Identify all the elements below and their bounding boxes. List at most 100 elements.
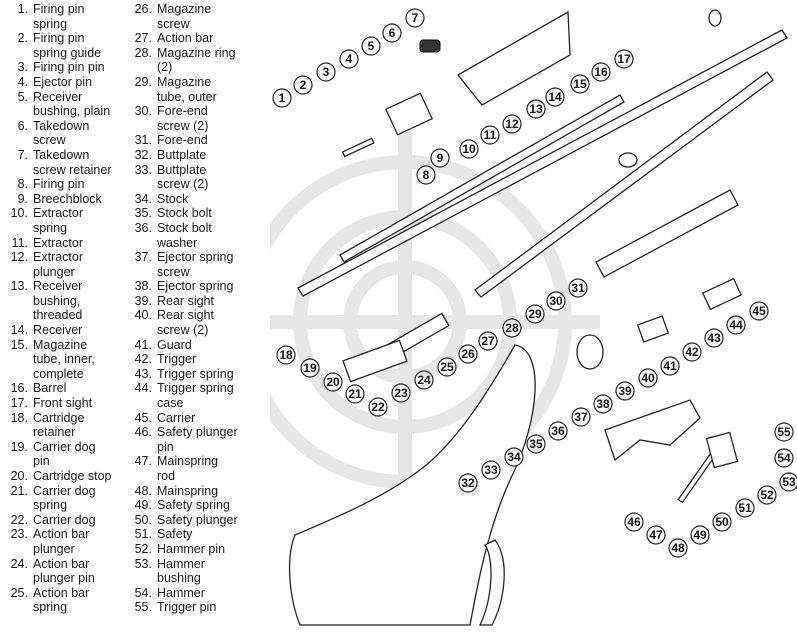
legend-entry: 9.Breechblock: [0, 192, 130, 207]
action-group: [342, 277, 743, 383]
legend-label: Firing pin: [33, 177, 85, 192]
svg-text:37: 37: [574, 410, 588, 424]
legend-entry: 28.Magazine ring (2): [120, 46, 270, 75]
svg-text:46: 46: [627, 515, 641, 529]
legend-label: Breechblock: [33, 191, 102, 206]
svg-text:19: 19: [303, 361, 317, 375]
legend-number: 41.: [134, 337, 152, 352]
legend-number: 2.: [17, 31, 28, 46]
callout-50: 50: [712, 512, 732, 532]
legend-label: Magazine tube, inner, complete: [33, 337, 95, 381]
legend-label: Hammer bushing: [157, 556, 205, 586]
svg-text:50: 50: [715, 515, 729, 529]
legend-label: Stock: [157, 191, 189, 206]
svg-text:40: 40: [641, 371, 655, 385]
legend-number: 52.: [134, 541, 152, 556]
legend-number: 43.: [134, 366, 152, 381]
legend-label: Ejector pin: [33, 74, 93, 89]
legend-label: Trigger spring case: [157, 381, 234, 411]
barrel: [297, 29, 788, 297]
svg-text:20: 20: [326, 375, 340, 389]
legend-label: Safety spring: [157, 498, 230, 513]
magazine-ring: [618, 152, 638, 168]
legend-label: Cartridge retainer: [33, 410, 85, 440]
legend-number: 6.: [17, 118, 28, 133]
svg-text:14: 14: [548, 90, 562, 104]
svg-text:54: 54: [777, 451, 791, 465]
svg-text:38: 38: [596, 397, 610, 411]
legend-label: Takedown screw: [33, 118, 90, 148]
legend-label: Extractor spring: [33, 206, 84, 235]
legend-number: 51.: [134, 527, 152, 542]
legend-number: 31.: [134, 133, 152, 148]
callout-11: 11: [480, 125, 500, 145]
legend-entry: 6. Takedown screw: [0, 119, 130, 148]
legend-number: 28.: [134, 45, 152, 60]
svg-text:45: 45: [752, 304, 766, 318]
legend-entry: 11.Extractor: [0, 236, 130, 251]
legend-entry: 10.Extractor spring: [0, 206, 130, 235]
legend-entry: 24.Action bar plunger pin: [0, 557, 130, 586]
legend-entry: 8.Firing pin: [0, 177, 130, 192]
callout-12: 12: [502, 114, 522, 134]
legend-entry: 29. Magazine tube, outer: [120, 75, 270, 104]
legend-number: 44.: [134, 381, 152, 396]
legend-number: 25.: [10, 585, 28, 600]
legend-entry: 20.Cartridge stop: [0, 469, 130, 484]
legend-label: Action bar: [157, 31, 214, 46]
callout-20: 20: [323, 372, 343, 392]
legend-number: 45.: [134, 410, 152, 425]
legend-entry: 54.Hammer: [120, 586, 270, 601]
svg-text:26: 26: [461, 347, 475, 361]
callout-47: 47: [646, 525, 666, 545]
legend-entry: 31.Fore-end: [120, 133, 270, 148]
svg-text:47: 47: [649, 528, 663, 542]
carrier: [342, 339, 408, 383]
svg-text:43: 43: [707, 331, 721, 345]
callout-38: 38: [593, 394, 613, 414]
callout-16: 16: [591, 62, 611, 82]
callout-5: 5: [361, 36, 381, 56]
svg-text:28: 28: [505, 321, 519, 335]
legend-entry: 39.Rear sight: [120, 294, 270, 309]
legend-label: Firing pin spring: [33, 2, 85, 31]
svg-text:25: 25: [440, 360, 454, 374]
legend-number: 4.: [17, 74, 28, 89]
callout-31: 31: [568, 278, 588, 298]
legend-entry: 22.Carrier dog: [0, 513, 130, 528]
legend-label: Carrier: [157, 410, 196, 425]
callout-53: 53: [779, 472, 797, 492]
legend-number: 19.: [10, 439, 28, 454]
legend-label: Safety plunger: [157, 512, 238, 527]
callout-18: 18: [276, 345, 296, 365]
callout-8: 8: [416, 165, 436, 185]
callout-43: 43: [704, 328, 724, 348]
carrier-block: [701, 277, 743, 311]
svg-text:44: 44: [729, 318, 743, 332]
trigger-spring-case: [636, 315, 670, 343]
legend-number: 29.: [134, 74, 152, 89]
legend-number: 39.: [134, 293, 152, 308]
legend-label: Carrier dog spring: [33, 483, 96, 513]
legend-number: 7.: [17, 147, 28, 162]
legend-entry: 49.Safety spring: [120, 498, 270, 513]
legend-label: Magazine tube, outer: [157, 74, 217, 104]
legend-label: Mainspring: [157, 483, 219, 498]
legend-entry: 55.Trigger pin: [120, 600, 270, 615]
legend-number: 33.: [134, 162, 152, 177]
svg-text:49: 49: [693, 528, 707, 542]
legend-entry: 44. Trigger spring case: [120, 381, 270, 410]
legend-entry: 46.Safety plunger pin: [120, 425, 270, 454]
legend-entry: 15.Magazine tube, inner, complete: [0, 338, 130, 382]
legend-label: Mainspring rod: [157, 454, 219, 483]
legend-label: Safety plunger pin: [157, 425, 238, 454]
legend-label: Stock bolt washer: [157, 220, 212, 250]
svg-text:4: 4: [346, 52, 353, 66]
legend-label: Guard: [157, 337, 192, 352]
legend-number: 14.: [10, 323, 28, 338]
legend-number: 54.: [134, 585, 152, 600]
legend-label: Magazine screw: [157, 2, 212, 31]
breechblock: [384, 92, 434, 136]
legend-number: 21.: [10, 483, 28, 498]
